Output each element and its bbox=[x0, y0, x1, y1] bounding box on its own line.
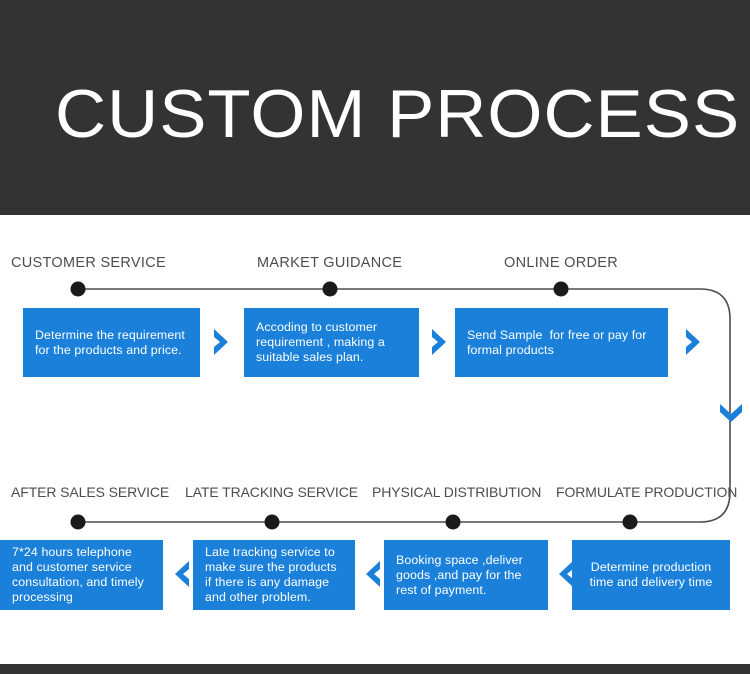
step-box-customer-service[interactable]: Determine the requirement for the produc… bbox=[23, 308, 200, 377]
timeline-connector bbox=[70, 281, 731, 530]
chevron-left-icon bbox=[552, 557, 578, 591]
chevron-left-icon bbox=[359, 557, 385, 591]
step-box-physical-distribution[interactable]: Booking space ,deliver goods ,and pay fo… bbox=[384, 540, 548, 610]
step-box-text: Determine the requirement for the produc… bbox=[35, 327, 189, 357]
step-box-late-tracking-service[interactable]: Late tracking service to make sure the p… bbox=[193, 540, 355, 610]
timeline-dot-icon bbox=[264, 514, 280, 530]
timeline-dot-icon bbox=[70, 281, 86, 297]
step-box-text: Booking space ,deliver goods ,and pay fo… bbox=[396, 552, 527, 597]
step-box-text: Determine production time and delivery t… bbox=[589, 560, 715, 589]
header-banner: CUSTOM PROCESS bbox=[0, 0, 750, 215]
stage-label-physical-distribution: PHYSICAL DISTRIBUTION bbox=[372, 484, 542, 500]
page-title: CUSTOM PROCESS bbox=[55, 76, 741, 152]
step-box-text: 7*24 hours telephone and customer servic… bbox=[12, 545, 148, 604]
stage-label-after-sales-service: AFTER SALES SERVICE bbox=[11, 484, 170, 500]
timeline-dot-icon bbox=[322, 281, 338, 297]
chevron-down-icon bbox=[716, 395, 746, 425]
stage-label-formulate-production: FORMULATE PRODUCTION bbox=[556, 484, 738, 500]
chevron-right-icon bbox=[681, 325, 707, 359]
step-box-text: Accoding to customer requirement , makin… bbox=[256, 320, 389, 364]
step-box-after-sales-service[interactable]: 7*24 hours telephone and customer servic… bbox=[0, 540, 163, 610]
step-box-text: Send Sample for free or pay for formal p… bbox=[467, 327, 651, 357]
chevron-right-icon bbox=[427, 325, 453, 359]
stage-label-market-guidance: MARKET GUIDANCE bbox=[257, 255, 403, 271]
step-box-formulate-production[interactable]: Determine production time and delivery t… bbox=[572, 540, 730, 610]
stage-label-late-tracking-service: LATE TRACKING SERVICE bbox=[185, 484, 358, 500]
step-box-online-order[interactable]: Send Sample for free or pay for formal p… bbox=[455, 308, 668, 377]
chevron-right-icon bbox=[209, 325, 235, 359]
timeline-dot-icon bbox=[445, 514, 461, 530]
stage-label-online-order: ONLINE ORDER bbox=[504, 255, 618, 271]
timeline-rail-path bbox=[78, 288, 731, 523]
timeline-dot-icon bbox=[622, 514, 638, 530]
step-box-text: Late tracking service to make sure the p… bbox=[205, 545, 341, 604]
chevron-left-icon bbox=[168, 557, 194, 591]
stage-label-customer-service: CUSTOMER SERVICE bbox=[11, 255, 166, 271]
timeline-dot-icon bbox=[70, 514, 86, 530]
footer-bar bbox=[0, 664, 750, 674]
process-flow-diagram: CUSTOMER SERVICE MARKET GUIDANCE ONLINE … bbox=[0, 215, 750, 664]
timeline-dot-icon bbox=[553, 281, 569, 297]
step-box-market-guidance[interactable]: Accoding to customer requirement , makin… bbox=[244, 308, 419, 377]
